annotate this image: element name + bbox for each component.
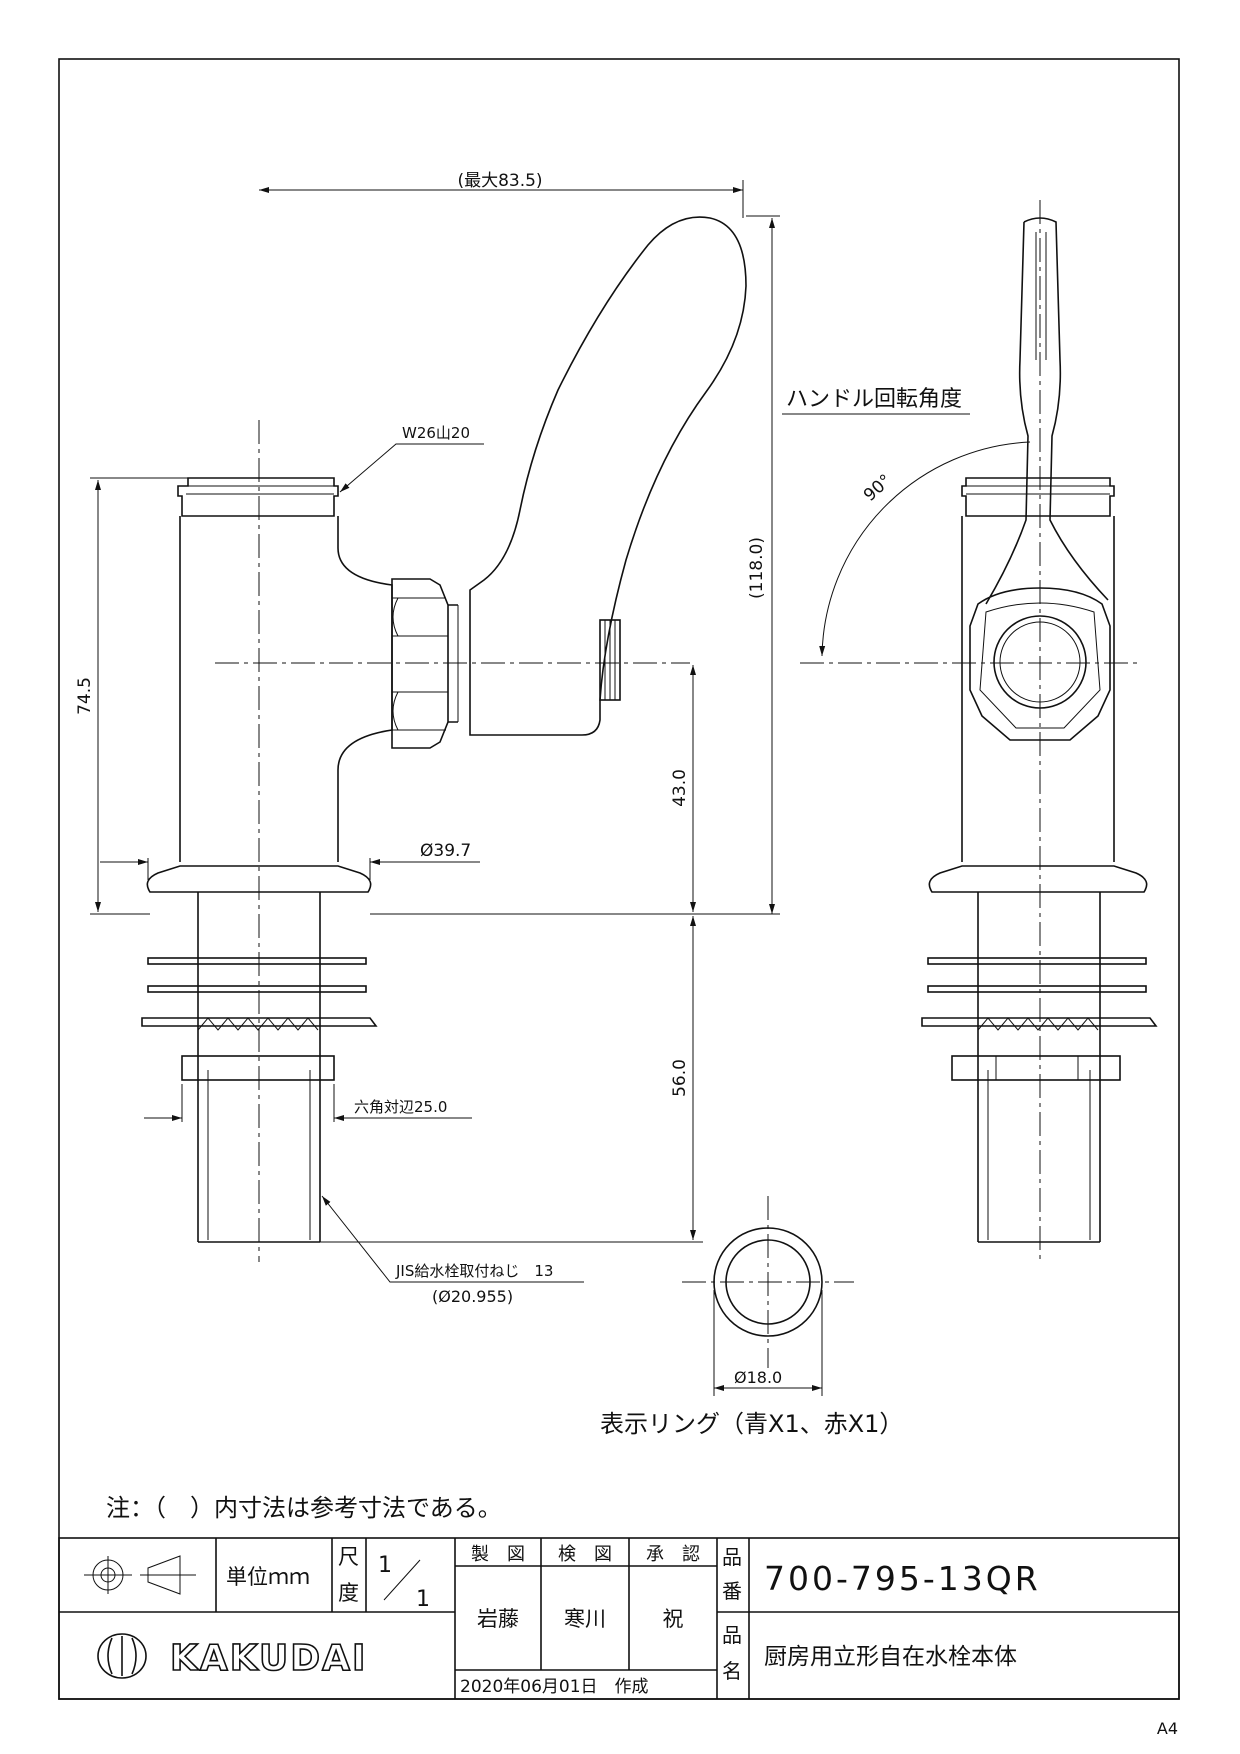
front-view — [141, 216, 747, 1262]
name-label-bottom: 名 — [722, 1659, 742, 1683]
approved-label: 承 認 — [646, 1544, 700, 1565]
scale-label-top: 尺 — [338, 1545, 359, 1569]
scale-numerator: 1 — [378, 1553, 392, 1578]
part-number: 700-795-13QR — [764, 1559, 1041, 1598]
scale-denominator: 1 — [416, 1587, 430, 1612]
dim-body-height: 74.5 — [75, 677, 95, 715]
reference-note: 注：（ ）内寸法は参考寸法である。 — [106, 1494, 502, 1522]
dim-thread-w: W26山20 — [402, 424, 470, 442]
approved-by: 祝 — [663, 1607, 684, 1631]
angle-label: 90° — [860, 471, 896, 506]
dimension-lines — [90, 180, 780, 1283]
checked-label: 検 図 — [558, 1544, 612, 1565]
dim-jis-thread: JIS給水栓取付ねじ 13 — [395, 1262, 553, 1280]
scale-label-bottom: 度 — [338, 1581, 359, 1605]
part-no-label-top: 品 — [722, 1545, 742, 1569]
ring-detail — [682, 1196, 854, 1396]
dim-flange-dia: Ø39.7 — [420, 841, 471, 861]
dim-center-height: 43.0 — [670, 769, 690, 807]
drawn-by: 岩藤 — [477, 1607, 519, 1631]
side-view — [782, 200, 1158, 1262]
dim-max-reach: (最大83.5) — [457, 171, 542, 191]
product-name: 厨房用立形自在水栓本体 — [764, 1644, 1017, 1670]
dim-shank-length: 56.0 — [670, 1059, 690, 1097]
paper-size: A4 — [1157, 1719, 1178, 1738]
dim-ring-dia: Ø18.0 — [734, 1368, 782, 1387]
company-logo-text: KAKUDAI — [170, 1638, 367, 1679]
dim-jis-dia: (Ø20.955) — [432, 1287, 513, 1306]
unit-label: 単位ｍｍ — [226, 1565, 310, 1589]
ring-label: 表示リング（青X1、赤X1） — [600, 1410, 903, 1438]
drawn-label: 製 図 — [471, 1544, 525, 1565]
title-block — [58, 1537, 1180, 1700]
part-no-label-bottom: 番 — [722, 1579, 742, 1603]
drawing-frame — [58, 58, 1180, 1700]
dim-hex-size: 六角対辺25.0 — [354, 1098, 447, 1116]
dim-total-height: (118.0) — [747, 537, 767, 599]
checked-by: 寒川 — [564, 1607, 606, 1631]
handle-rotation-label: ハンドル回転角度 — [786, 387, 962, 412]
name-label-top: 品 — [722, 1623, 742, 1647]
creation-date: 2020年06月01日 作成 — [460, 1677, 649, 1697]
